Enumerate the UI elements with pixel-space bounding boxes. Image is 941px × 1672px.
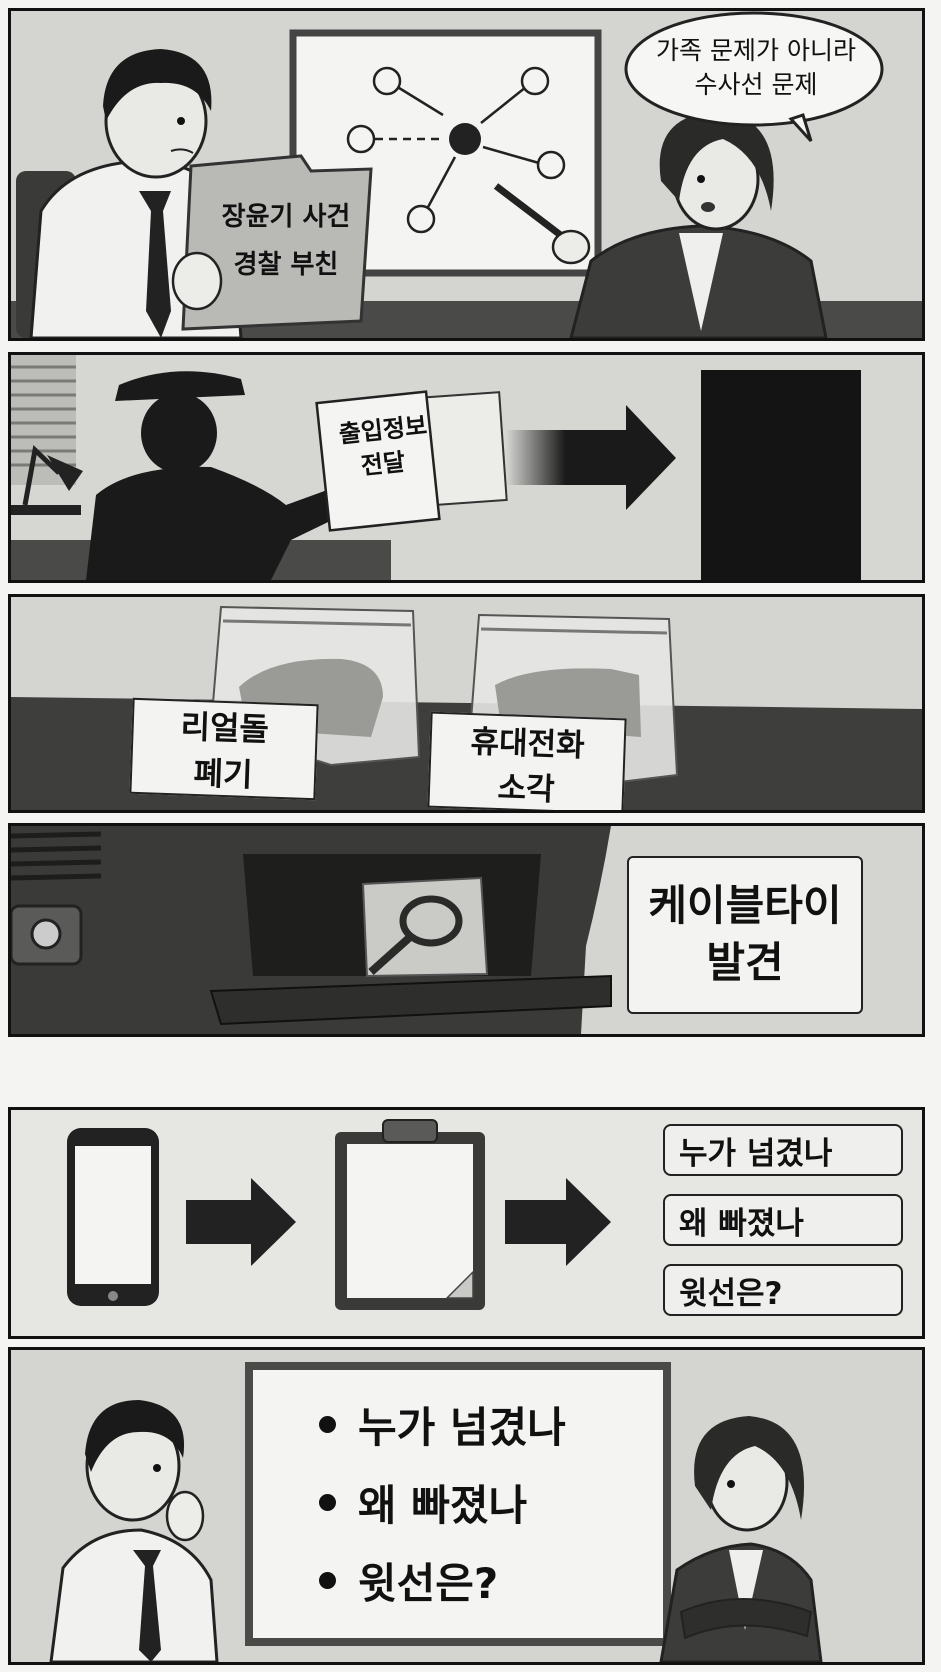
panel-1-briefing: 장윤기 사건 경찰 부친 가족 문제가 아니라 수사선 문제 [8,8,925,341]
board-item-2: 왜 빠졌나 [319,1472,527,1533]
speech-bubble-line-1: 가족 문제가 아니라 [656,36,856,65]
panel-6-illustration [11,1350,922,1662]
panel-5-question-flow: 누가 넘겼나 왜 빠졌나 윗선은? [8,1107,925,1339]
bullet-icon [319,1494,336,1511]
speech-bubble-line-2: 수사선 문제 [694,70,818,99]
panel-6-board-review: 누가 넘겼나 왜 빠졌나 윗선은? [8,1347,925,1665]
panel-4-cable-tie-found: 케이블타이 발견 [8,823,925,1037]
folder-label-line-2: 경찰 부친 [233,250,339,280]
panel-2-illustration [11,355,922,580]
evidence-tag-realdoll: 리얼돌 폐기 [129,697,319,801]
evidence-tag-phone-line-1: 휴대전화 [470,724,586,764]
evidence-tag-phone: 휴대전화 소각 [427,711,627,810]
evidence-tag-phone-line-2: 소각 [496,769,556,808]
cable-tie-sign: 케이블타이 발견 [627,856,863,1014]
cable-tie-sign-line-2: 발견 [706,938,784,987]
board-item-2-text: 왜 빠졌나 [358,1481,528,1530]
question-box-2: 왜 빠졌나 [663,1194,903,1246]
panel-2-info-transfer: 출입정보 전달 [8,352,925,583]
board-item-3-text: 윗선은? [358,1559,499,1608]
bullet-icon [319,1416,336,1433]
panel-3-evidence-bags: 리얼돌 폐기 휴대전화 소각 [8,594,925,813]
panel-1-illustration [11,11,922,338]
evidence-tag-realdoll-line-1: 리얼돌 [179,707,270,749]
board-item-3: 윗선은? [319,1550,498,1611]
question-box-1: 누가 넘겼나 [663,1124,903,1176]
evidence-tag-realdoll-line-2: 폐기 [193,753,254,795]
question-box-3: 윗선은? [663,1264,903,1316]
board-item-1: 누가 넘겼나 [319,1394,566,1455]
folder-label-line-1: 장윤기 사건 [221,202,351,232]
board-item-1-text: 누가 넘겼나 [358,1403,566,1452]
bullet-icon [319,1572,336,1589]
cable-tie-sign-line-1: 케이블타이 [648,881,842,931]
